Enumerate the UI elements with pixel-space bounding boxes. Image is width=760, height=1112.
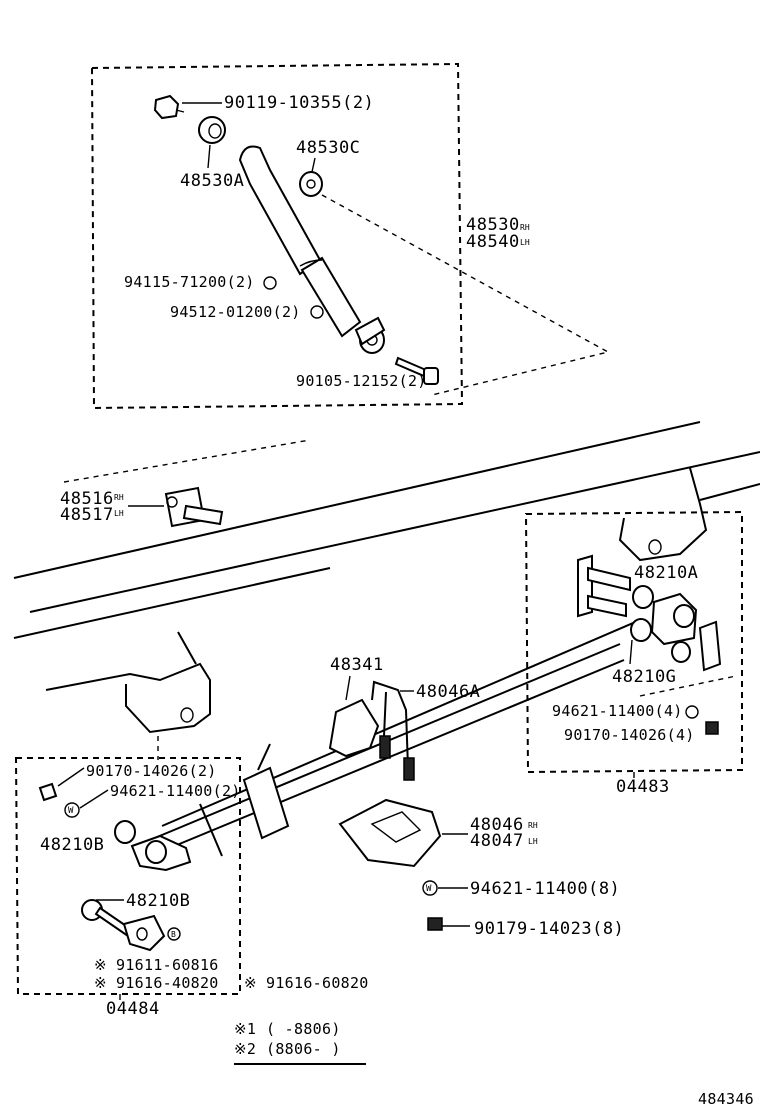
part-label-90179: 90179-14023(8) — [474, 919, 624, 939]
part-label-91616-60820: 91616-60820 — [266, 974, 369, 992]
washer-symbol-icon — [685, 705, 699, 719]
nut-icon — [427, 917, 443, 931]
bolt-symbol-letter: B — [171, 930, 176, 939]
part-label-91616-40820: 91616-40820 — [116, 974, 219, 992]
bushing-a-icon — [198, 116, 226, 144]
nut-icon — [705, 721, 719, 735]
part-label-48046a: 48046A — [416, 682, 480, 702]
part-label-90170-2: 90170-14026(2) — [86, 762, 217, 780]
part-label-48530c: 48530C — [296, 138, 360, 158]
part-label-48341: 48341 — [330, 655, 384, 675]
shock-absorber-group: 90119-10355(2) 48530A 48530C 48530 RH 48… — [90, 62, 610, 410]
bumper-group: 48516 RH 48517 LH — [60, 486, 224, 528]
assy-label-04483: 04483 — [616, 777, 670, 797]
part-label-94621-2: 94621-11400(2) — [110, 782, 241, 800]
part-label-48540: 48540 — [466, 232, 520, 252]
part-label-94512: 94512-01200(2) — [170, 303, 301, 321]
bolt-symbol-icon — [167, 927, 181, 941]
side-lh-48517: LH — [114, 509, 124, 518]
nut-icon — [38, 782, 58, 802]
part-label-48210a: 48210A — [634, 563, 698, 583]
legend-mark-1: ※1 — [234, 1020, 256, 1038]
part-label-48530a: 48530A — [180, 171, 244, 191]
part-label-48210b-bottom: 48210B — [126, 891, 190, 911]
side-lh-48540: LH — [520, 238, 530, 247]
assy-label-04484: 04484 — [106, 999, 160, 1019]
center-clamp-group: 48341 48046A 48046 RH 48047 LH W 94621-1… — [328, 655, 624, 939]
figure-number: 484346 — [698, 1090, 754, 1108]
legend-range-2: (8806- ) — [266, 1040, 341, 1058]
asterisk-2: ※ — [94, 974, 107, 992]
front-hanger-group: 90170-14026(2) W 94621-11400(2) 48210B 4… — [14, 736, 369, 1019]
legend-mark-2: ※2 — [234, 1040, 256, 1058]
side-rh-48530: RH — [520, 223, 530, 232]
shock-group-boundary — [90, 62, 464, 410]
washer-symbol-icon — [422, 880, 438, 896]
rear-hanger-boundary — [524, 510, 743, 774]
asterisk-3: ※ — [244, 974, 257, 992]
asterisk-1: ※ — [94, 956, 107, 974]
part-label-94621-8: 94621-11400(8) — [470, 879, 620, 899]
top-nut-icon — [153, 94, 185, 120]
shock-absorber-icon — [238, 145, 386, 354]
shock-bolt-icon — [394, 356, 439, 385]
washer-symbol-letter-2: W — [68, 806, 74, 816]
side-lh-48047: LH — [528, 837, 538, 846]
part-label-48047: 48047 — [470, 831, 524, 851]
rear-hanger-group: 48210A 48210G 94621-11400(4) 90170-14026… — [524, 510, 743, 797]
washer-symbol-letter: W — [426, 884, 432, 894]
part-label-48210g: 48210G — [612, 667, 676, 687]
part-label-90119: 90119-10355(2) — [224, 93, 374, 113]
front-hanger-boundary — [14, 757, 241, 995]
vehicle-frame — [13, 421, 760, 734]
part-label-90105: 90105-12152(2) — [296, 372, 427, 390]
part-label-48516: 48516 — [60, 489, 114, 509]
legend-range-1: ( -8806) — [266, 1020, 341, 1038]
part-label-48517: 48517 — [60, 505, 114, 525]
part-label-91611: 91611-60816 — [116, 956, 219, 974]
production-date-legend: ※1 ( -8806) ※2 (8806- ) — [234, 1020, 366, 1065]
part-label-48530: 48530 — [466, 215, 520, 235]
washer-symbol-icon — [310, 305, 324, 319]
bushing-c-icon — [299, 171, 323, 197]
washer-symbol-icon — [263, 276, 277, 290]
part-label-90170-4: 90170-14026(4) — [564, 726, 695, 744]
washer-symbol-icon — [64, 802, 80, 818]
part-label-48210b-top: 48210B — [40, 835, 104, 855]
side-rh-48046: RH — [528, 821, 538, 830]
side-rh-48516: RH — [114, 493, 124, 502]
part-label-48046: 48046 — [470, 815, 524, 835]
part-label-94621-4: 94621-11400(4) — [552, 702, 683, 720]
shock-mount-leader — [321, 194, 610, 396]
part-label-94115: 94115-71200(2) — [124, 273, 255, 291]
